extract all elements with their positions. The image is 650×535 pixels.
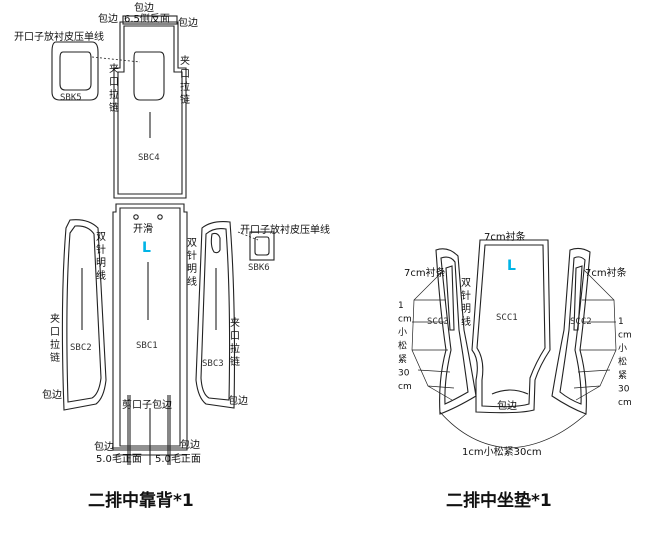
- label-right-strip: 7cm衬条: [585, 266, 627, 279]
- label-top-bian-left: 包边: [98, 12, 118, 25]
- label-open-sbk6: 开口子放衬皮压单线: [240, 223, 330, 236]
- label-left-strip: 7cm衬条: [404, 266, 446, 279]
- right-note-line: cm: [618, 398, 632, 408]
- code-scc2: SCC2: [570, 317, 592, 327]
- elastic-bottom: [439, 411, 587, 449]
- right-note-line: cm: [618, 331, 632, 341]
- piece-scc3: [435, 248, 477, 415]
- label-front-right: 5.0毛正面: [155, 453, 201, 465]
- code-sbc4: SBC4: [138, 153, 160, 163]
- label-left-note: 1 cm 小松紧 30 cm: [398, 301, 412, 392]
- label-zipper-sbc2: 夹口拉链: [50, 312, 60, 364]
- label-cushion-letter-l: L: [507, 258, 516, 274]
- label-bottom-note: 1cm小松紧30cm: [462, 445, 542, 458]
- left-note-line: 松: [398, 340, 407, 352]
- label-side-face: 6.5侧反面: [124, 12, 170, 25]
- label-cut-bian: 剪口子包边: [122, 398, 172, 411]
- cushion-title: 二排中坐垫*1: [446, 491, 552, 511]
- left-note-line: cm: [398, 315, 412, 325]
- back-title: 二排中靠背*1: [88, 491, 194, 511]
- right-note-line: 松: [618, 356, 627, 368]
- code-sbc1: SBC1: [136, 341, 158, 351]
- piece-scc2: [551, 247, 591, 415]
- elastic-right: [573, 269, 617, 401]
- code-scc3: SCC3: [427, 317, 449, 327]
- label-zipper-left: 夹口拉链: [109, 62, 119, 114]
- label-front-left: 5.0毛正面: [96, 453, 142, 465]
- label-bot-bian-left: 包边: [94, 440, 114, 453]
- left-note-line: 30: [398, 369, 410, 379]
- label-zipper-sbc3: 夹口拉链: [230, 316, 240, 368]
- piece-scc1: [471, 239, 551, 414]
- piece-sbc1: [112, 203, 188, 465]
- left-note-line: 紧: [398, 354, 407, 365]
- right-note-line: 小: [618, 343, 627, 354]
- label-cushion-double: 双针明线: [461, 277, 471, 328]
- right-note-line: 紧: [618, 370, 627, 381]
- code-sbk5: SBK5: [60, 93, 82, 103]
- label-top-strip: 7cm衬条: [484, 230, 526, 243]
- label-top-bian: 包边: [134, 1, 154, 14]
- piece-sbk5: [51, 41, 99, 101]
- code-sbc3: SBC3: [202, 359, 224, 369]
- label-bian-br: 包边: [228, 394, 248, 407]
- piece-sbc3: [195, 221, 236, 409]
- code-sbk6: SBK6: [248, 263, 270, 273]
- label-cushion-bian: 包边: [497, 399, 517, 412]
- label-open-sbk5: 开口子放衬皮压单线: [14, 30, 104, 43]
- piece-sbc4: [113, 15, 187, 199]
- left-note-line: 小: [398, 327, 407, 338]
- piece-sbc2: [61, 219, 107, 411]
- label-double-right: 双针明线: [187, 237, 197, 288]
- label-letter-l: L: [142, 240, 151, 256]
- elastic-left: [411, 269, 455, 401]
- label-bot-bian-right: 包边: [180, 438, 200, 451]
- label-bian-bl: 包边: [42, 388, 62, 401]
- label-zipper-right: 夹口拉链: [180, 54, 190, 106]
- label-double-left: 双针明线: [96, 231, 106, 282]
- right-note-line: 30: [618, 385, 630, 395]
- label-right-note: 1 cm 小松紧 30 cm: [618, 317, 632, 408]
- piece-sbk6: [249, 231, 275, 261]
- code-sbc2: SBC2: [70, 343, 92, 353]
- label-slide: 开滑: [133, 223, 153, 235]
- right-note-line: 1: [618, 317, 624, 327]
- label-top-bian-right: 包边: [178, 16, 198, 29]
- code-scc1: SCC1: [496, 313, 518, 323]
- left-note-line: 1: [398, 301, 404, 311]
- left-note-line: cm: [398, 382, 412, 392]
